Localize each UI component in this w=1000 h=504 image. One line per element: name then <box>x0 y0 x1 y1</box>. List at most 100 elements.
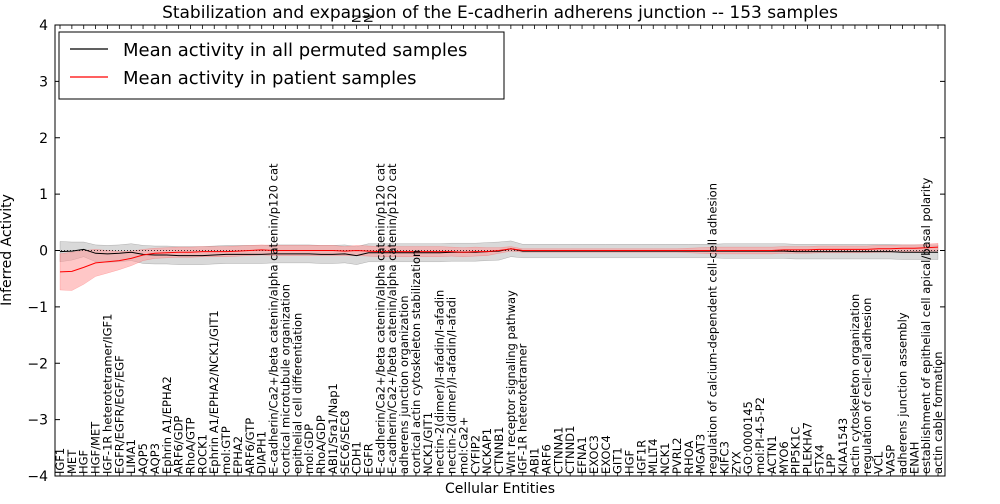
x-tick-label: EFNA1 <box>575 436 589 474</box>
x-tick-label: ARF6 <box>540 444 554 474</box>
x-tick-label: IGF-1R heterotetramer <box>516 343 530 474</box>
series-line-permuted <box>59 248 938 257</box>
x-tick-label: regulation of calcium-dependent cell-cel… <box>706 183 720 474</box>
x-tick-label: MGAT3 <box>694 434 708 474</box>
plot-frame <box>54 24 946 477</box>
x-tick-label: ABI1 <box>528 448 542 474</box>
x-tick-label: CTNNA1 <box>551 427 565 474</box>
x-tick-label: MYO6 <box>777 441 791 474</box>
y-axis-label: Inferred Activity <box>0 194 15 306</box>
x-tick-label: ACTN1 <box>765 435 779 474</box>
x-tick-label: mol:PI-4-5-P2 <box>753 397 767 474</box>
x-tick-label: RhoA/GDP <box>314 415 328 474</box>
legend: Mean activity in all permuted samples Me… <box>58 31 505 100</box>
legend-label-permuted: Mean activity in all permuted samples <box>123 40 467 61</box>
x-tick-label: HGF <box>77 450 91 474</box>
x-tick-label-overflow: N <box>362 14 376 23</box>
x-tick-label: Ephrin A1/EPHA2/NCK1/GIT1 <box>207 310 221 474</box>
x-tick-label: VASP <box>884 445 898 474</box>
x-tick-label: RhoA/GTP <box>184 417 198 474</box>
x-tick-label: HGF/MET <box>89 421 103 474</box>
x-tick-label: adherens junction organization <box>397 296 411 474</box>
x-tick-label: ARF6/GDP <box>172 416 186 474</box>
y-tick-label: 1 <box>39 187 48 203</box>
x-tick-label: nectin-2(dimer)/I-afadin/I-afadin <box>433 290 447 474</box>
x-tick-label: Ephrin A1/EPHA2 <box>160 376 174 474</box>
x-tick-label: establishment of epithelial cell apical/… <box>919 178 933 474</box>
x-tick-label: LPP <box>824 454 838 474</box>
x-axis-label: Cellular Entities <box>445 481 555 497</box>
x-tick-label: CTNND1 <box>563 426 577 474</box>
x-tick-label: ROCK1 <box>195 434 209 474</box>
y-tick-label: −4 <box>27 469 48 485</box>
y-tick-label: −3 <box>27 413 48 429</box>
x-tick-label: STX4 <box>812 444 826 474</box>
y-tick-label: 2 <box>39 131 48 147</box>
y-tick-label: 4 <box>39 18 48 34</box>
x-tick-label: IGF1 <box>53 448 67 474</box>
x-tick-label: epithelial cell differentiation <box>290 313 304 474</box>
x-tick-label: regulation of cell-cell adhesion <box>860 298 874 474</box>
x-tick-label: EGFR/EGFR/EGF/EGF <box>112 355 126 474</box>
x-tick-label: ENAH <box>907 442 921 474</box>
x-tick-label: E-cadherin/Ca2+/beta catenin/alpha caten… <box>385 163 399 474</box>
x-tick-label: AQP3 <box>148 443 162 474</box>
legend-box <box>58 31 505 100</box>
x-tick-label: ABI1/Sra1/Nap1 <box>326 383 340 474</box>
x-tick-label: KIFC3 <box>717 441 731 474</box>
x-tick-label: EGFR <box>362 443 376 474</box>
band-patient <box>59 242 939 291</box>
x-tick-label: nectin-2(dimer)/I-afadin/I-afadi <box>445 297 459 474</box>
x-tick-label: mol:GTP <box>219 426 233 474</box>
x-tick-label: LIMA1 <box>124 439 138 474</box>
x-tick-label: VCL <box>872 451 886 474</box>
x-tick-label: RHOA <box>682 441 696 474</box>
x-tick-label: mol:Ca2+ <box>456 417 470 474</box>
x-tick-label: PLEKHA7 <box>801 422 815 474</box>
x-tick-label: CYFIP2 <box>468 435 482 474</box>
x-tick-label-overflow: N <box>350 14 364 23</box>
chart-title: Stabilization and expansion of the E-cad… <box>162 3 838 23</box>
y-tick-label: −1 <box>27 300 48 316</box>
x-tick-label: cortical actin cytoskeleton stabilizatio… <box>409 250 423 474</box>
series-line-patient <box>59 246 939 273</box>
x-tick-label: HGF <box>623 450 637 474</box>
x-tick-label: CDH1 <box>350 441 364 474</box>
y-tick-label: 0 <box>39 244 48 260</box>
x-tick-label: EXOC4 <box>599 435 613 474</box>
legend-label-patient: Mean activity in patient samples <box>123 68 417 89</box>
series-lines <box>59 246 939 273</box>
x-tick-label: SEC6/SEC8 <box>338 410 352 474</box>
x-tick-label: IGF-1R heterotetramer/IGF1 <box>101 314 115 474</box>
x-tick-label: GO:0000145 <box>741 401 755 474</box>
x-tick-label: AQP5 <box>136 443 150 474</box>
y-tick-label: −2 <box>27 356 48 372</box>
x-tick-label: PIP5K1C <box>789 427 803 474</box>
x-tick-label: PVRL2 <box>670 437 684 474</box>
x-tick-label: NCKAP1 <box>480 428 494 474</box>
x-tick-label: GIT1 <box>611 447 625 474</box>
x-tick-label: actin cytoskeleton organization <box>848 294 862 474</box>
x-tick-label: MLLT4 <box>646 439 660 475</box>
x-tick-label: Wnt receptor signaling pathway <box>504 290 518 474</box>
x-tick-label: NCK1/GIT1 <box>421 412 435 474</box>
x-tick-label: CTNNB1 <box>492 427 506 474</box>
x-tick-label: EPHA2 <box>231 436 245 474</box>
x-tick-label: ZYX <box>729 451 743 474</box>
x-tick-label: E-cadherin/Ca2+/beta catenin/alpha caten… <box>267 163 281 474</box>
x-tick-label: IGF1R <box>634 440 648 474</box>
x-tick-label: MET <box>65 449 79 474</box>
y-axis-ticks: −4 −3 −2 −1 0 1 2 3 4 <box>27 18 945 485</box>
top-clipped-labels: NN <box>350 14 376 23</box>
x-tick-label: DIAPH1 <box>255 431 269 474</box>
x-tick-label: actin cable formation <box>931 351 945 474</box>
x-tick-label: cortical microtubule organization <box>278 284 292 474</box>
x-tick-label: KIAA1543 <box>836 418 850 474</box>
x-tick-label: E-cadherin/Ca2+/beta catenin/alpha caten… <box>373 163 387 474</box>
x-tick-label: adherens junction assembly <box>895 312 909 474</box>
y-tick-label: 3 <box>39 74 48 90</box>
x-tick-label: mol:GDP <box>302 424 316 474</box>
x-tick-label: ARF6/GTP <box>243 418 257 474</box>
